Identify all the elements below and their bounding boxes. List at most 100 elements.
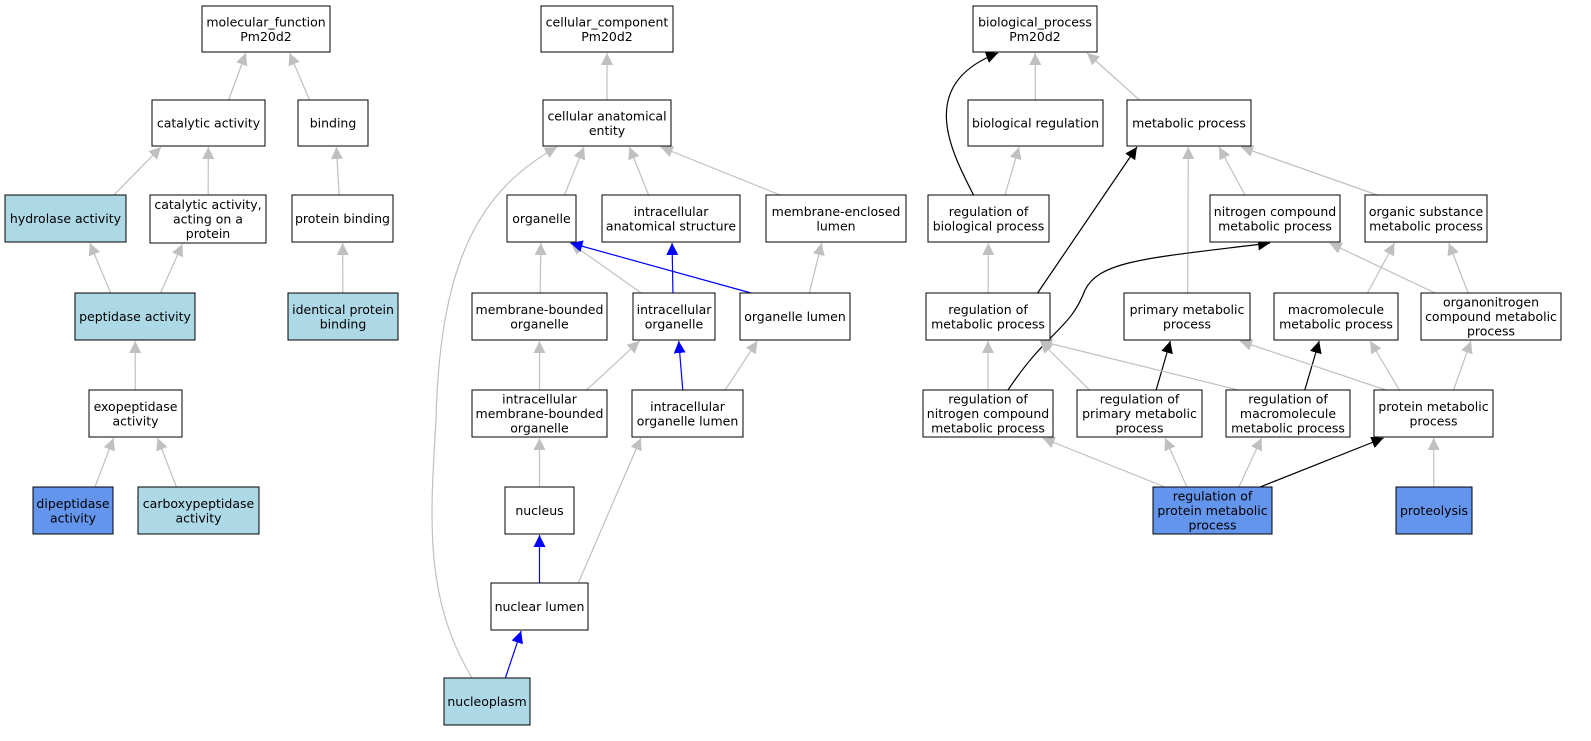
edge-rpmp-to-rmp: [1039, 340, 1090, 391]
edge-mp-to-bp: [1086, 52, 1140, 101]
node-box: [632, 292, 716, 341]
node-label-line: regulation of: [948, 302, 1028, 317]
node-label: biological regulation: [972, 116, 1099, 131]
node-label-line: intracellular: [637, 302, 713, 317]
node-label-line: binding: [320, 316, 367, 331]
node-box: [739, 292, 851, 341]
node-label-line: primary metabolic: [1082, 406, 1197, 421]
edge-nucleoplasm-to-nl: [504, 630, 524, 679]
node-label-line: metabolic process: [1231, 421, 1345, 436]
node-label-line: regulation of: [949, 204, 1029, 219]
node-organelle: organelle: [506, 194, 577, 243]
node-label-line: carboxypeptidase: [143, 496, 255, 511]
node-label-line: biological process: [933, 218, 1045, 233]
node-box: [972, 5, 1098, 53]
node-nucleoplasm: nucleoplasm: [443, 677, 531, 726]
node-label-line: nuclear lumen: [495, 599, 585, 614]
node-box: [287, 292, 399, 341]
node-box: [1123, 292, 1251, 341]
node-label: nucleoplasm: [447, 694, 526, 709]
edge-ocmp-to-osmp: [1447, 242, 1469, 294]
node-label-line: process: [1115, 421, 1163, 436]
node-label: proteolysis: [1400, 503, 1468, 518]
node-box: [540, 5, 674, 53]
node-label: organelle: [512, 211, 571, 226]
node-label-line: organelle: [645, 316, 704, 331]
node-label-line: catalytic activity: [157, 116, 261, 131]
edge-catalytic-to-mf: [228, 52, 248, 101]
node-box: [1364, 194, 1488, 243]
node-label-line: organelle: [510, 421, 569, 436]
node-label-line: intracellular: [502, 392, 578, 407]
node-label-line: acting on a: [173, 212, 243, 227]
edges-layer: [88, 51, 1473, 679]
node-box: [1420, 292, 1562, 341]
edge-ol-to-organelle: [570, 240, 752, 294]
edge-protmp-to-mmp: [1369, 340, 1400, 391]
node-label-line: activity: [50, 510, 97, 525]
node-box: [149, 194, 267, 244]
edge-nl-to-iol: [577, 437, 642, 584]
node-box: [922, 389, 1054, 438]
node-label-line: intracellular: [650, 399, 726, 414]
node-label: metabolic process: [1132, 116, 1246, 131]
node-label-line: binding: [310, 116, 357, 131]
node-label-line: cellular anatomical: [547, 108, 666, 123]
edge-protmp-to-ocmp: [1453, 340, 1473, 391]
node-label-line: metabolic process: [1369, 218, 1483, 233]
node-box: [32, 486, 114, 535]
node-label-line: protein binding: [295, 211, 390, 226]
node-label-line: activity: [112, 413, 159, 428]
node-box: [1225, 389, 1351, 438]
node-label-line: organic substance: [1369, 204, 1484, 219]
node-nl: nuclear lumen: [490, 582, 589, 631]
node-label-line: organelle lumen: [744, 309, 846, 324]
edge-mbo-to-organelle: [534, 242, 547, 294]
node-label-line: cellular_component: [546, 14, 669, 29]
node-label-line: molecular_function: [206, 14, 325, 29]
node-label-line: organelle lumen: [637, 413, 739, 428]
node-box: [74, 292, 196, 341]
node-label: hydrolase activity: [10, 211, 122, 226]
node-peptidase: peptidase activity: [74, 292, 196, 341]
node-label-line: protein metabolic: [1157, 503, 1267, 518]
node-label-line: hydrolase activity: [10, 211, 122, 226]
edge-peptidase-to-hydrolase: [88, 242, 112, 294]
node-box: [151, 99, 266, 147]
edge-mel-to-cae: [660, 145, 781, 196]
edge-dipeptidase-to-exopeptidase: [94, 437, 115, 488]
edge-rmmp-to-rmp: [1039, 338, 1239, 391]
edge-ocmp-to-ncmp: [1329, 242, 1436, 294]
node-box: [631, 389, 744, 438]
node-label-line: nucleoplasm: [447, 694, 526, 709]
node-label-line: metabolic process: [931, 316, 1045, 331]
node-label-line: membrane-bounded: [476, 406, 604, 421]
edge-ol-to-mel: [808, 242, 825, 294]
edge-rbp-to-bp: [945, 51, 999, 196]
node-mp: metabolic process: [1126, 99, 1252, 147]
